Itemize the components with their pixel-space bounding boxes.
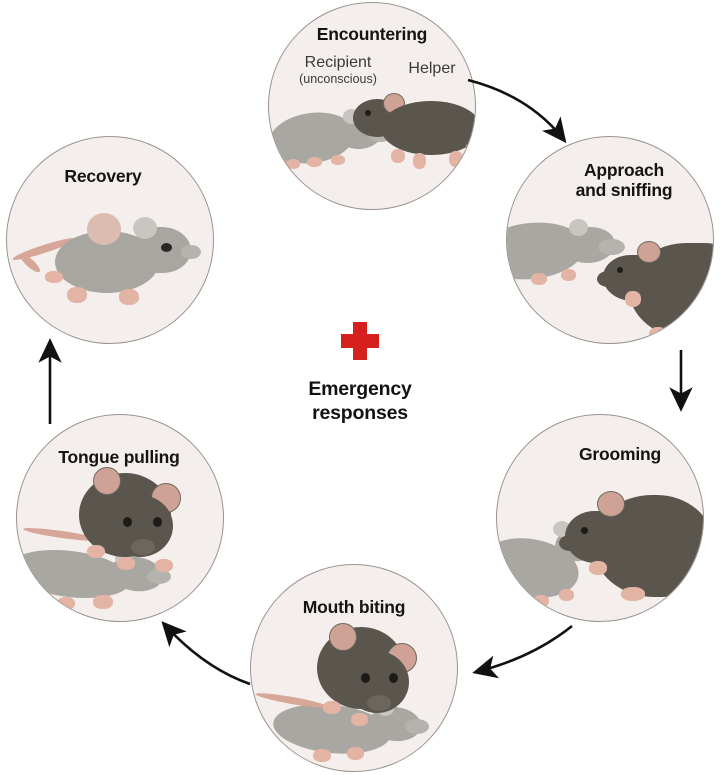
sublabel-helper-main: Helper [408,60,456,77]
node-grooming[interactable]: Grooming [496,414,704,622]
mouse-helper-approach [597,231,713,343]
node-encountering[interactable]: Encountering Recipient (unconscious) Hel… [268,2,476,210]
node-label-approach-line2: and sniffing [575,179,673,200]
node-label-tongue-pulling: Tongue pulling [58,447,180,467]
sublabel-recipient: Recipient (unconscious) [279,54,397,86]
mouse-recovery [11,209,205,327]
center-label: Emergency responses [0,378,720,426]
node-label-mouth-biting: Mouth biting [302,597,406,617]
node-mouth-biting[interactable]: Mouth biting [250,564,458,772]
node-recovery[interactable]: Recovery [6,136,214,344]
sublabel-recipient-main: Recipient [304,54,372,71]
node-label-encountering: Encountering [316,24,428,44]
center-label-line1: Emergency [308,378,412,400]
node-tongue-pulling[interactable]: Tongue pulling [16,414,224,622]
mouse-helper-grooming [559,465,703,613]
sublabel-helper: Helper [389,60,475,78]
node-label-approach-line1: Approach [583,160,665,180]
arrow-mouth-to-tongue [161,621,251,686]
red-cross-icon [341,322,379,360]
mouse-helper-tongue-pulling [22,467,215,593]
center-label-line2: responses [312,401,408,424]
arrow-encountering-to-approach [467,78,567,144]
node-approach-and-sniffing[interactable]: Approach and sniffing [506,136,714,344]
node-label-grooming: Grooming [578,444,661,464]
mouse-helper-encountering [353,87,475,187]
sublabel-recipient-paren: (unconscious) [299,71,377,86]
node-label-approach-and-sniffing: Approach and sniffing [549,160,699,200]
node-label-recovery: Recovery [64,166,142,186]
center-emergency-responses: Emergency responses [0,322,720,426]
arrow-grooming-to-mouth [472,624,573,679]
mouse-helper-mouth-biting [254,623,449,743]
mouse-recipient-approach [507,203,637,313]
